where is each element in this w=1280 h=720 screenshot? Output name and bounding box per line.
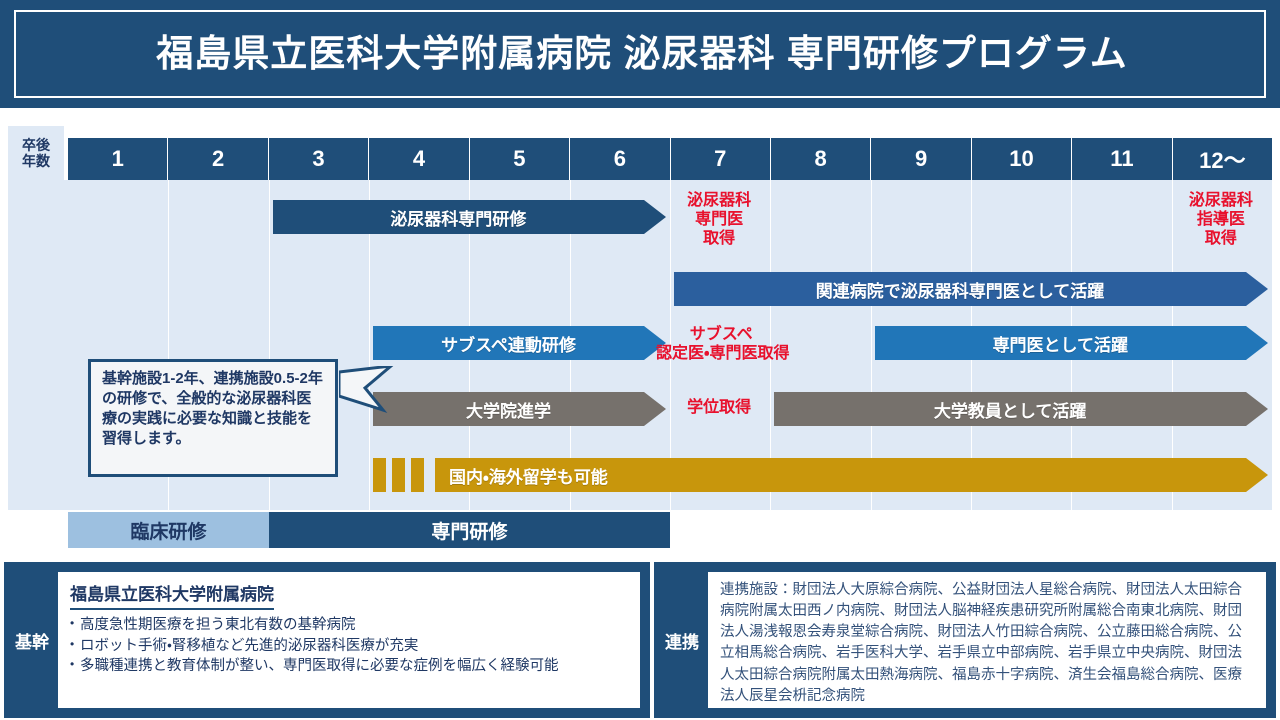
milestone-line: 学位取得 bbox=[687, 399, 752, 416]
years-after-graduation-label: 卒後 年数 bbox=[8, 126, 64, 180]
year-cell-8: 8 bbox=[771, 138, 872, 180]
callout-tail-icon bbox=[339, 366, 394, 413]
year-cell-1: 1 bbox=[68, 138, 169, 180]
arrow-urology-specialty-training: 泌尿器科専門研修 bbox=[272, 200, 666, 234]
arrow-active-as-specialist: 専門医として活躍 bbox=[874, 326, 1268, 360]
page-title: 福島県立医科大学附属病院 泌尿器科 専門研修プログラム bbox=[156, 33, 1128, 74]
year-cell-9: 9 bbox=[871, 138, 972, 180]
arrow-head-icon bbox=[1245, 392, 1268, 426]
milestone-line: 取得 bbox=[1204, 229, 1237, 247]
year-cell-10: 10 bbox=[972, 138, 1073, 180]
affiliated-facility-text: 連携施設：財団法人大原綜合病院、公益財団法人星総合病院、財団法人太田綜合病院附属… bbox=[720, 582, 1242, 704]
phase-clinical-training: 臨床研修 bbox=[68, 512, 269, 548]
year-cell-7: 7 bbox=[671, 138, 771, 180]
arrow-label: 大学教員として活躍 bbox=[933, 401, 1087, 421]
year-cell-11: 11 bbox=[1072, 138, 1173, 180]
affiliated-facility-panel: 連携 連携施設：財団法人大原綜合病院、公益財団法人星総合病院、財団法人太田綜合病… bbox=[654, 562, 1276, 718]
milestone-line: 認定医・専門医取得 bbox=[656, 344, 790, 362]
base-facility-name: 福島県立医科大学附属病院 bbox=[70, 580, 274, 610]
milestone-line: 専門医 bbox=[695, 210, 744, 228]
milestone-urology-instructor-certification: 泌尿器科指導医取得 bbox=[1174, 192, 1268, 249]
arrow-head-icon bbox=[644, 392, 666, 426]
arrow-body bbox=[272, 200, 644, 234]
arrow-body bbox=[373, 326, 644, 360]
arrow-dash-segment bbox=[411, 458, 424, 492]
milestone-line: 泌尿器科 bbox=[1188, 192, 1253, 209]
corner-label-line2: 年数 bbox=[22, 153, 50, 169]
arrow-body bbox=[373, 392, 644, 426]
arrow-study-abroad: 国内・海外留学も可能 bbox=[435, 458, 1268, 492]
arrow-affiliated-hospital-specialist: 関連病院で泌尿器科専門医として活躍 bbox=[674, 272, 1268, 306]
milestone-urology-board-certification: 泌尿器科専門医取得 bbox=[672, 192, 766, 249]
arrow-body bbox=[435, 458, 1246, 492]
arrow-label: 国内・海外留学も可能 bbox=[449, 467, 608, 487]
arrow-head-icon bbox=[643, 200, 666, 234]
milestone-line: 泌尿器科 bbox=[687, 192, 752, 209]
arrow-label: 関連病院で泌尿器科専門医として活躍 bbox=[815, 281, 1105, 301]
base-facility-panel: 基幹 福島県立医科大学附属病院 高度急性期医療を担う東北有数の基幹病院ロボット手… bbox=[4, 562, 650, 718]
base-facility-tag: 基幹 bbox=[15, 632, 49, 652]
arrow-head-icon bbox=[644, 326, 666, 360]
base-facility-bullets: 高度急性期医療を担う東北有数の基幹病院ロボット手術・腎移植など先進的泌尿器科医療… bbox=[70, 615, 630, 677]
phase-label: 臨床研修 bbox=[130, 521, 207, 543]
year-cell-4: 4 bbox=[369, 138, 470, 180]
arrow-label: 専門医として活躍 bbox=[992, 335, 1129, 355]
base-facility-bullet: 多職種連携と教育体制が整い、専門医取得に必要な症例を幅広く経験可能 bbox=[70, 656, 630, 677]
gridline bbox=[770, 180, 772, 510]
phase-specialty-training: 専門研修 bbox=[268, 512, 670, 548]
arrow-body bbox=[774, 392, 1246, 426]
arrow-label: 大学院進学 bbox=[466, 401, 551, 421]
arrow-dash-segment bbox=[392, 458, 405, 492]
gridline bbox=[268, 180, 270, 510]
gridline bbox=[870, 180, 872, 510]
arrow-head-icon bbox=[1246, 458, 1268, 492]
base-facility-bullet: 高度急性期医療を担う東北有数の基幹病院 bbox=[70, 615, 630, 636]
year-cell-12plus: 12〜 bbox=[1199, 148, 1246, 173]
milestone-degree-acquisition: 学位取得 bbox=[672, 399, 766, 418]
arrow-body bbox=[674, 272, 1246, 306]
arrow-dash-segment bbox=[373, 458, 386, 492]
arrow-graduate-school: 大学院進学 bbox=[373, 392, 666, 426]
corner-label-line1: 卒後 bbox=[22, 136, 50, 153]
year-cell-5: 5 bbox=[470, 138, 571, 180]
facility-panels: 基幹 福島県立医科大学附属病院 高度急性期医療を担う東北有数の基幹病院ロボット手… bbox=[0, 562, 1280, 720]
arrow-subspecialty-linked-training: サブスペ連動研修 bbox=[373, 326, 666, 360]
arrow-head-icon bbox=[1245, 326, 1268, 360]
affiliated-facility-tag: 連携 bbox=[665, 632, 699, 652]
milestone-line: 取得 bbox=[703, 229, 736, 247]
arrow-label: サブスペ連動研修 bbox=[441, 335, 576, 355]
year-cell-3: 3 bbox=[269, 138, 370, 180]
affiliated-facility-card: 連携施設：財団法人大原綜合病院、公益財団法人星総合病院、財団法人太田綜合病院附属… bbox=[708, 572, 1266, 708]
phase-label: 専門研修 bbox=[431, 521, 508, 543]
callout-text: 基幹施設1-2年、連携施設0.5-2年の研修で、全般的な泌尿器科医療の実践に必要… bbox=[102, 370, 323, 447]
base-facility-bullet: ロボット手術・腎移植など先進的泌尿器科医療が充実 bbox=[70, 636, 630, 657]
title-border: 福島県立医科大学附属病院 泌尿器科 専門研修プログラム bbox=[14, 10, 1266, 98]
training-callout: 基幹施設1-2年、連携施設0.5-2年の研修で、全般的な泌尿器科医療の実践に必要… bbox=[88, 359, 394, 477]
base-facility-card: 福島県立医科大学附属病院 高度急性期医療を担う東北有数の基幹病院ロボット手術・腎… bbox=[58, 572, 640, 708]
milestone-subspecialty-certification: サブスペ認定医・専門医取得 bbox=[656, 326, 790, 364]
year-cell-2: 2 bbox=[168, 138, 269, 180]
gridline bbox=[369, 180, 370, 510]
milestone-line: 指導医 bbox=[1196, 210, 1245, 228]
milestone-line: サブスペ bbox=[689, 326, 753, 343]
year-cell-6: 6 bbox=[570, 138, 671, 180]
arrow-body bbox=[874, 326, 1246, 360]
arrow-university-faculty: 大学教員として活躍 bbox=[774, 392, 1268, 426]
title-bar: 福島県立医科大学附属病院 泌尿器科 専門研修プログラム bbox=[0, 0, 1280, 108]
arrow-label: 泌尿器科専門研修 bbox=[390, 209, 527, 229]
left-gutter bbox=[8, 180, 68, 510]
gridline bbox=[168, 180, 170, 510]
gridline bbox=[670, 180, 671, 510]
arrow-head-icon bbox=[1246, 272, 1268, 306]
